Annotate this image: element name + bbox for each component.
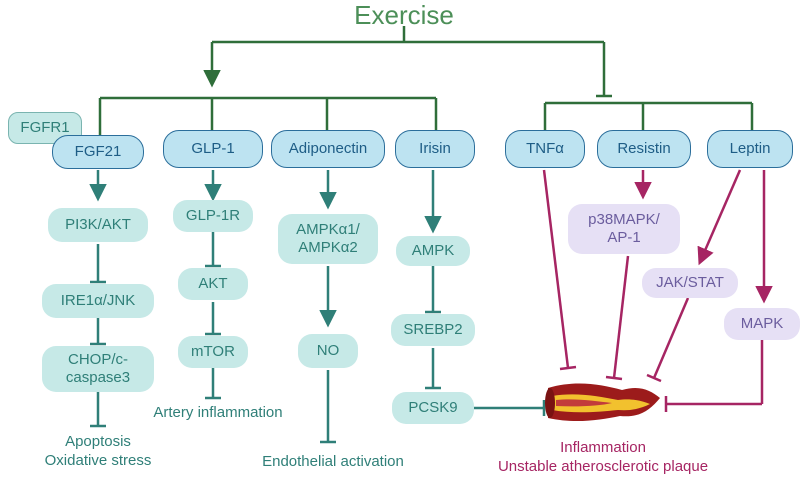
artery-plaque-illustration	[545, 383, 660, 422]
node-adiponectin: Adiponectin	[271, 130, 385, 168]
edge-tnfa-plaque	[542, 169, 570, 369]
edge-jakstat-plaque	[652, 297, 690, 379]
node-mapk: MAPK	[724, 308, 800, 340]
node-jak-stat: JAK/STAT	[642, 268, 738, 298]
magenta-pathway-lines	[542, 169, 773, 412]
node-ampk: AMPK	[396, 236, 470, 266]
outcome-endothelial-activation: Endothelial activation	[262, 453, 404, 470]
node-no: NO	[298, 334, 358, 368]
outcome-inflammation-plaque: Inflammation Unstable atherosclerotic pl…	[497, 439, 709, 475]
edge-leptin-jakstat	[697, 169, 742, 266]
node-irisin: Irisin	[395, 130, 475, 168]
node-glp1r: GLP-1R	[173, 200, 253, 232]
node-chop-caspase3: CHOP/c- caspase3	[42, 346, 154, 392]
node-tnfa: TNFα	[505, 130, 585, 168]
node-srebp2: SREBP2	[391, 314, 475, 346]
node-leptin: Leptin	[707, 130, 793, 168]
teal-pathway-lines	[89, 170, 546, 444]
outcome-artery-inflammation: Artery inflammation	[153, 404, 283, 421]
node-pcsk9: PCSK9	[392, 392, 474, 424]
exercise-branch-lines	[98, 26, 754, 138]
diagram-title: Exercise	[354, 0, 454, 30]
edge-p38-plaque	[612, 255, 630, 379]
node-ire1a-jnk: IRE1α/JNK	[42, 284, 154, 318]
node-mtor: mTOR	[178, 336, 248, 368]
node-fgf21: FGF21	[52, 135, 144, 169]
node-p38mapk-ap1: p38MAPK/ AP-1	[568, 204, 680, 254]
node-akt: AKT	[178, 268, 248, 300]
node-resistin: Resistin	[597, 130, 691, 168]
node-pi3k-akt: PI3K/AKT	[48, 208, 148, 242]
node-glp1: GLP-1	[163, 130, 263, 168]
node-ampka1-ampka2: AMPKα1/ AMPKα2	[278, 214, 378, 264]
outcome-apoptosis: Apoptosis Oxidative stress	[44, 433, 152, 469]
